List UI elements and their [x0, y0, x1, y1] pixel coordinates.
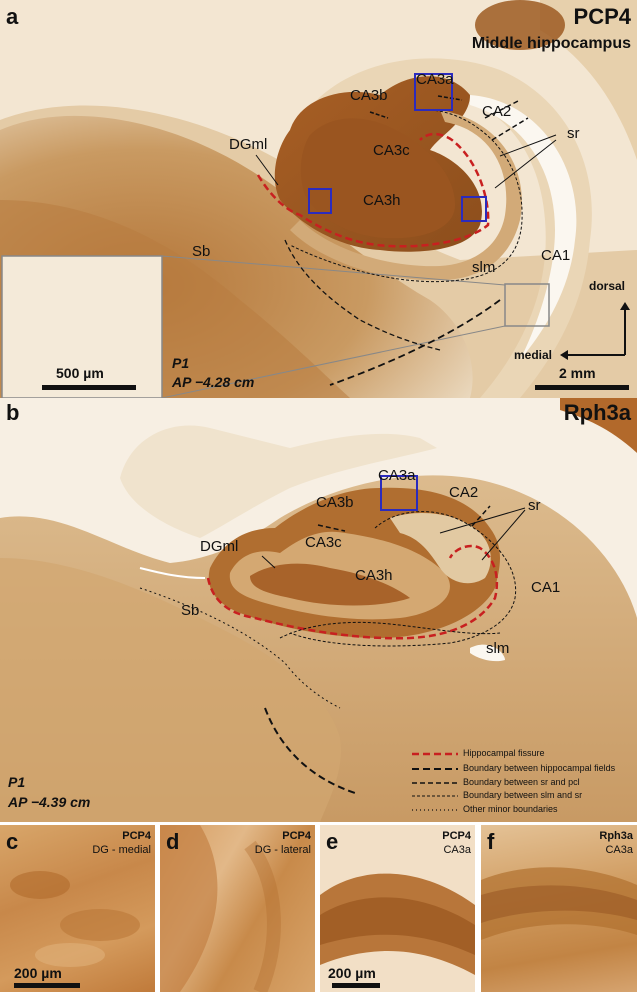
b-inset-box-ca3a — [380, 475, 418, 511]
panel-b-title: Rph3a — [563, 400, 631, 425]
orientation-dorsal: dorsal — [589, 279, 626, 293]
inset-box-dg-medial — [308, 188, 332, 214]
panel-b-tissue — [0, 398, 637, 822]
label-ca1: CA1 — [541, 247, 571, 264]
panel-f-texture — [481, 867, 637, 940]
panel-e-scale: 200 µm — [328, 965, 376, 981]
panel-f-region: CA3a — [605, 844, 633, 856]
label-dgml: DGml — [229, 136, 268, 153]
panel-e-region: CA3a — [443, 844, 471, 856]
panel-d: d PCP4 DG - lateral — [160, 825, 315, 992]
inset-scale-label: 500 µm — [56, 365, 104, 381]
b-label-ca1: CA1 — [531, 579, 561, 596]
panel-a: a PCP4 Middle hippocampus CA3a CA3b CA2 … — [0, 0, 637, 398]
panel-f-marker: Rph3a — [599, 830, 633, 842]
label-slm: slm — [472, 259, 496, 276]
panel-c-texture — [10, 871, 140, 988]
orientation-medial: medial — [514, 348, 553, 362]
label-ca3h: CA3h — [363, 192, 401, 209]
panel-e-texture — [320, 873, 475, 988]
b-label-ca3h: CA3h — [355, 567, 393, 584]
panel-e-marker: PCP4 — [442, 830, 471, 842]
label-ca3b: CA3b — [350, 87, 388, 104]
b-label-ca3b: CA3b — [316, 494, 354, 511]
panel-b: b Rph3a CA3a CA3b CA2 sr CA3c DGml CA3h … — [0, 398, 637, 822]
b-label-ca2: CA2 — [449, 484, 479, 501]
panel-c: c PCP4 DG - medial 200 µm — [0, 825, 155, 992]
label-sr: sr — [567, 125, 580, 142]
panel-b-ap: AP −4.39 cm — [8, 794, 91, 810]
label-sb: Sb — [192, 243, 211, 260]
panel-e-letter: e — [326, 829, 339, 854]
legend-fissure-label: Hippocampal fissure — [463, 748, 545, 758]
zoom-source-box — [504, 283, 550, 327]
panel-d-letter: d — [166, 829, 180, 854]
panel-a-tissue — [0, 0, 637, 398]
b-label-slm: slm — [486, 640, 510, 657]
b-label-ca3c: CA3c — [305, 534, 342, 551]
inset-box-ca3a — [414, 73, 453, 111]
panel-a-subtitle: Middle hippocampus — [471, 35, 631, 52]
inset-zoom-box — [1, 255, 163, 398]
panel-d-texture — [160, 825, 281, 992]
panel-a-p1: P1 — [172, 355, 190, 371]
legend-medium-label: Boundary between sr and pcl — [463, 777, 580, 787]
panel-c-letter: c — [6, 829, 19, 854]
label-ca3c: CA3c — [373, 142, 410, 159]
legend-light-label: Boundary between slm and sr — [463, 790, 583, 800]
panel-b-letter: b — [6, 400, 20, 425]
inset-box-dg-lateral — [461, 196, 487, 222]
legend-dotted-label: Other minor boundaries — [463, 804, 558, 814]
panel-c-marker: PCP4 — [122, 830, 151, 842]
b-label-ca3a: CA3a — [378, 467, 416, 484]
panel-f-letter: f — [487, 829, 495, 854]
label-ca3a: CA3a — [416, 71, 454, 88]
panel-b-p1: P1 — [8, 774, 26, 790]
b-label-sb: Sb — [181, 602, 200, 619]
b-label-dgml: DGml — [200, 538, 239, 555]
panel-c-region: DG - medial — [92, 844, 151, 856]
panel-a-letter: a — [6, 4, 19, 29]
panel-f: f Rph3a CA3a — [481, 825, 637, 992]
b-hippocampal-fissure-line — [206, 544, 499, 640]
panel-c-scale: 200 µm — [14, 965, 62, 981]
label-ca2: CA2 — [482, 103, 512, 120]
b-label-sr: sr — [528, 497, 541, 514]
panel-a-title: PCP4 — [573, 4, 631, 29]
panel-d-marker: PCP4 — [282, 830, 311, 842]
panel-e: e PCP4 CA3a 200 µm — [320, 825, 475, 992]
hippocampal-fissure-line — [256, 132, 490, 248]
panel-a-scale-label: 2 mm — [559, 365, 596, 381]
panel-a-ap: AP −4.28 cm — [172, 374, 255, 390]
legend-heavy-label: Boundary between hippocampal fields — [463, 763, 616, 773]
panel-d-region: DG - lateral — [254, 844, 311, 856]
